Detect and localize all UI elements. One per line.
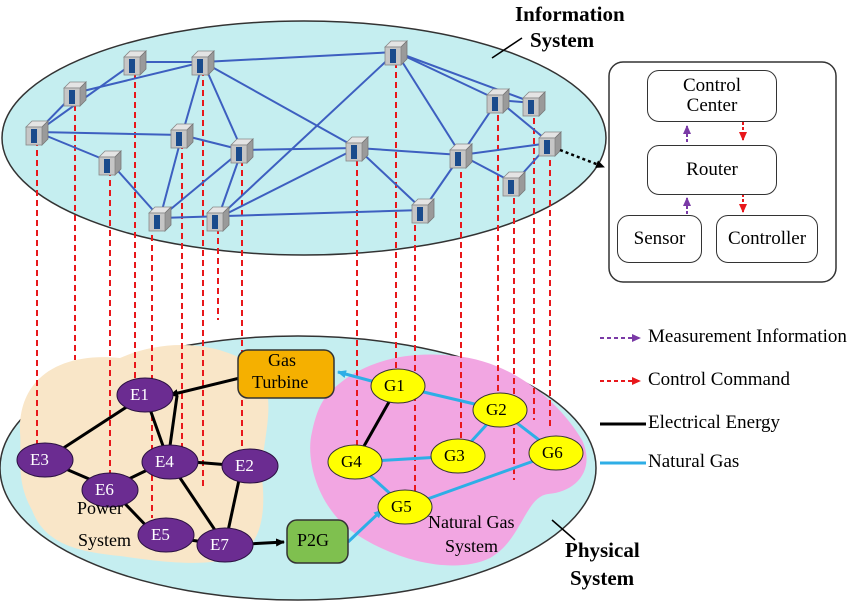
network-device-icon [384,40,408,66]
e5-label: E5 [151,525,170,544]
gas-turbine-label-2: Turbine [252,372,309,392]
node-e6 [81,472,139,508]
e3-label: E3 [30,450,49,469]
network-device-icon [411,198,435,224]
g2-label: G2 [486,400,507,419]
e2-label: E2 [235,456,254,475]
legend-measurement-label: Measurement Information [648,326,847,347]
legend-electrical-label: Electrical Energy [648,412,781,433]
router-box: Router [647,145,777,195]
network-device-icon [98,150,122,176]
controller-label: Controller [727,228,807,250]
gas-system-label-2: System [445,536,499,556]
network-device-icon [123,50,147,76]
network-device-icon [170,123,194,149]
gas-nodes [327,368,584,525]
physical-system-title-1: Physical [565,538,640,562]
g1-to-turbine-arrow [337,370,376,384]
network-device-icon [63,81,87,107]
e6-label: E6 [95,480,114,499]
g1-label: G1 [384,376,405,395]
node-e2 [221,448,279,484]
info-label-pointer [491,37,523,59]
p2g-to-g5-arrow [346,508,384,544]
control-center-line2: Center [686,95,738,116]
sensor-box: Sensor [617,215,702,263]
node-g4 [327,444,383,480]
network-device-icon [522,91,546,117]
node-g5 [377,489,433,525]
e4-label: E4 [155,452,174,471]
physical-label-pointer [551,519,576,541]
e7-label: E7 [210,535,229,554]
network-device-icon [148,206,172,232]
node-g6 [528,435,584,471]
power-system-label-1: Power [77,498,123,518]
p2g-label: P2G [297,530,330,550]
network-device-icon [345,136,369,162]
network-device-icon [230,138,254,164]
node-g2 [472,392,528,428]
legend-gas-label: Natural Gas [648,451,740,472]
network-device-icon [25,120,49,146]
gas-turbine-box [237,349,335,399]
network-device-icon [191,50,215,76]
node-e7 [196,527,254,563]
controller-box: Controller [716,215,818,263]
network-device-icon [538,131,562,157]
control-center-line1: Control [682,75,742,97]
network-device-icon [502,171,526,197]
p2g-box [286,519,349,564]
device-to-panel-arrow [559,148,605,169]
node-e4 [141,444,199,480]
power-nodes [16,377,279,563]
node-e1 [116,377,174,413]
node-e3 [16,442,74,478]
turbine-to-e1-arrow [169,375,245,397]
info-system-title-1: Information [515,2,625,26]
g5-label: G5 [391,497,412,516]
g4-label: G4 [341,452,362,471]
gas-turbine-label-1: Gas [268,350,296,370]
network-device-icon [206,206,230,232]
info-system-title-2: System [530,28,595,52]
physical-system-title-2: System [570,566,635,590]
router-label: Router [686,159,738,181]
node-e5 [137,517,195,553]
network-device-icon [486,88,510,114]
e1-label: E1 [130,385,149,404]
network-device-icon [449,143,473,169]
g3-label: G3 [444,446,465,465]
gas-system-label-1: Natural Gas [428,512,515,532]
node-g1 [370,368,426,404]
legend-control-label: Control Command [648,369,790,390]
power-system-region [19,344,269,563]
sensor-label: Sensor [633,228,686,250]
power-system-label-2: System [78,530,132,550]
g6-label: G6 [542,443,563,462]
node-g3 [430,438,486,474]
e7-to-p2g-arrow [247,538,285,547]
